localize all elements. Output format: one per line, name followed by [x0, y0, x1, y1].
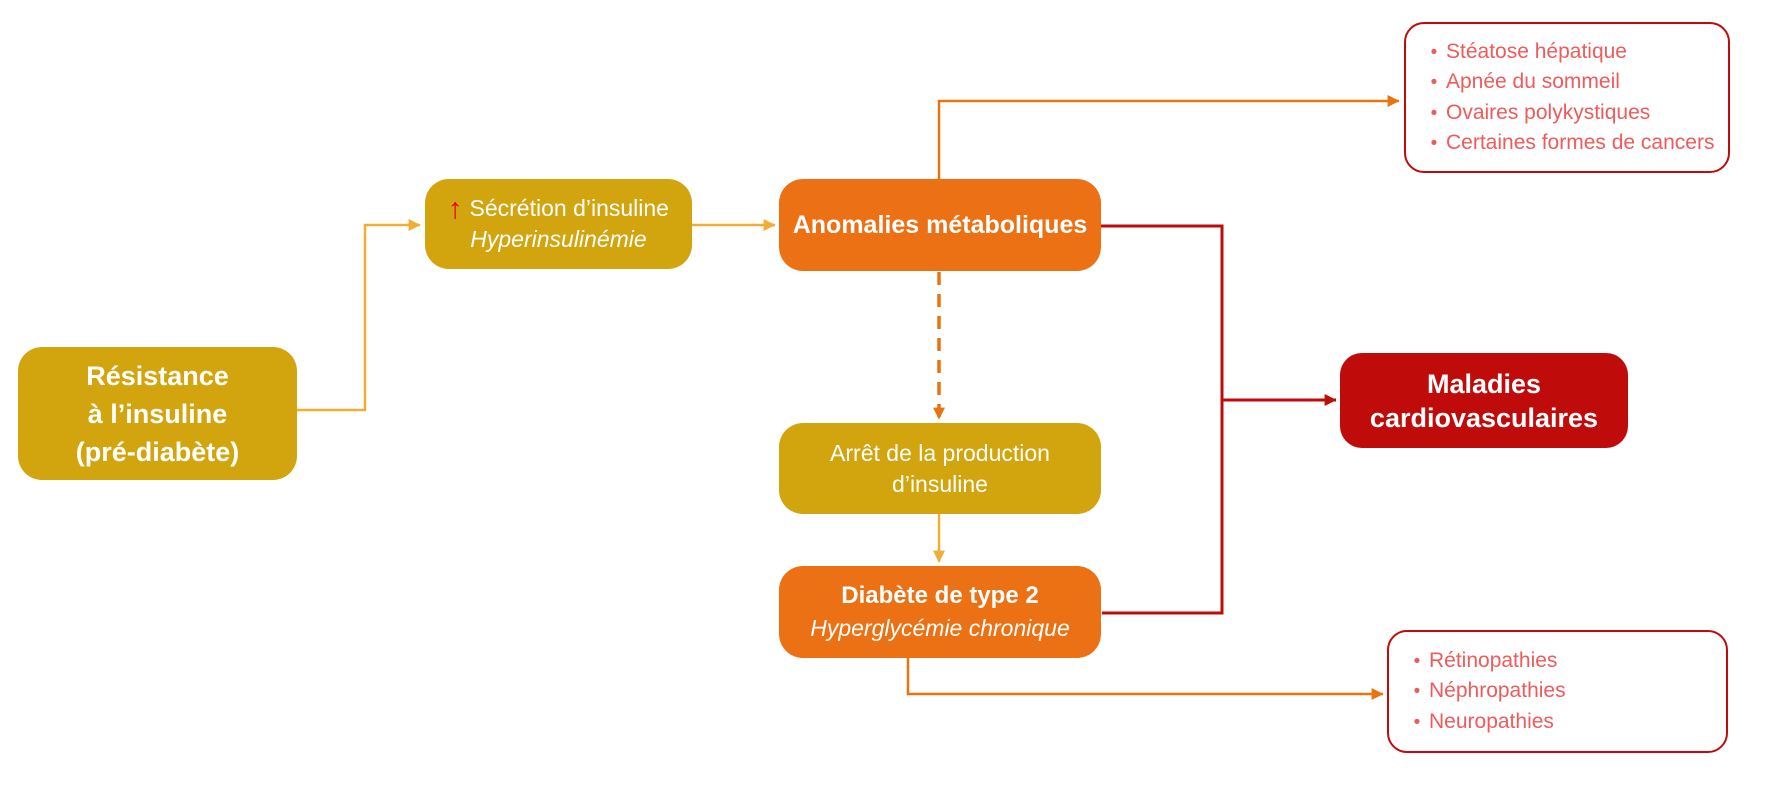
list-item: • Stéatose hépatique	[1422, 37, 1720, 68]
bullet-icon: •	[1413, 650, 1421, 672]
node-label-line: Maladies	[1426, 368, 1542, 399]
list-metabolic-complications: • Stéatose hépatique • Apnée du sommeil …	[1404, 22, 1730, 173]
bullet-icon: •	[1430, 133, 1438, 154]
list-item: • Ovaires polykystiques	[1422, 98, 1720, 129]
node-label-line: Diabète de type 2	[841, 582, 1039, 609]
complication-label: Rétinopathies	[1429, 648, 1558, 672]
bullet-icon: •	[1430, 72, 1438, 93]
node-label-line: Anomalies métaboliques	[792, 210, 1088, 239]
node-label-line: (pré-diabète)	[75, 436, 240, 467]
list-item: • Apnée du sommeil	[1422, 67, 1720, 98]
node-insulin-secretion: ↑ Sécrétion d’insuline Hyperinsulinémie	[425, 179, 692, 269]
connector-resistance-to-secretion	[297, 219, 421, 412]
connector-red-bracket	[1100, 224, 1224, 615]
bullet-icon: •	[1413, 681, 1421, 703]
complication-label: Certaines formes de cancers	[1446, 131, 1715, 154]
complication-label: Neuropathies	[1429, 709, 1554, 733]
node-label-line: à l’insuline	[87, 398, 228, 429]
bullet-icon: •	[1430, 102, 1438, 124]
node-label-line: Hyperglycémie chronique	[810, 615, 1070, 641]
node-label-line: d’insuline	[892, 470, 988, 497]
complication-label: Ovaires polykystiques	[1446, 100, 1651, 124]
list-diabetes-complications: • Rétinopathies • Néphropathies • Neurop…	[1387, 630, 1728, 753]
node-label-line: Arrêt de la production	[830, 439, 1050, 466]
node-insulin-production-stop: Arrêt de la production d’insuline	[779, 423, 1101, 514]
connector-diabete-to-complications-bottom	[906, 658, 1384, 700]
bullet-icon: •	[1430, 41, 1438, 63]
node-label-line: Sécrétion d’insuline	[469, 195, 669, 221]
list-item: • Neuropathies	[1405, 707, 1718, 738]
connector-anomalies-to-complications-top	[937, 95, 1400, 179]
bullet-icon: •	[1413, 711, 1421, 733]
complication-label: Apnée du sommeil	[1446, 70, 1620, 93]
complication-label: Néphropathies	[1429, 679, 1566, 703]
node-label-line: Hyperinsulinémie	[470, 226, 647, 252]
node-label-line: cardiovasculaires	[1369, 402, 1599, 433]
node-metabolic-anomalies: Anomalies métaboliques	[779, 179, 1101, 271]
node-cardiovascular-diseases: Maladies cardiovasculaires	[1340, 353, 1628, 448]
node-label-line: Résistance	[86, 360, 229, 391]
complication-label: Stéatose hépatique	[1446, 39, 1627, 63]
list-item: • Rétinopathies	[1405, 646, 1718, 677]
node-type2-diabetes: Diabète de type 2 Hyperglycémie chroniqu…	[779, 566, 1101, 658]
list-item: • Certaines formes de cancers	[1422, 128, 1720, 159]
list-item: • Néphropathies	[1405, 676, 1718, 707]
increase-arrow-icon: ↑	[448, 192, 463, 225]
node-insulin-resistance: Résistance à l’insuline (pré-diabète)	[18, 347, 297, 480]
